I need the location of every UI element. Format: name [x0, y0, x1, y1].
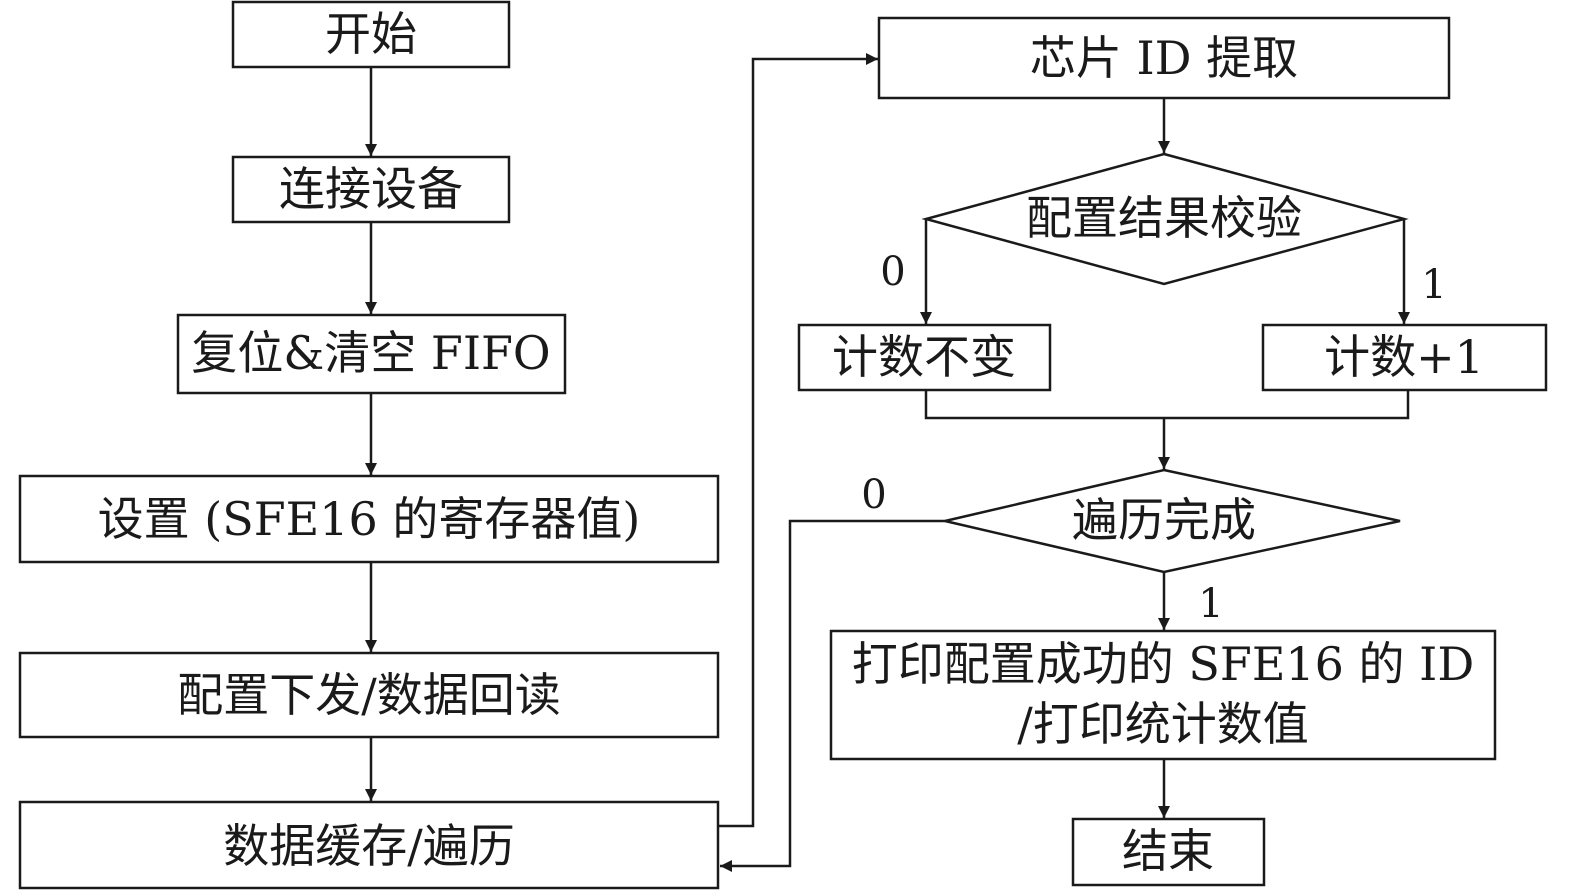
verify-decision	[921, 152, 1409, 286]
set-reg-node	[18, 474, 720, 564]
buffer-label: 数据缓存/遍历	[223, 819, 515, 873]
reset-node	[176, 313, 567, 395]
done-no-label: 0	[861, 472, 886, 518]
done-yes-label: 1	[1198, 581, 1223, 627]
connect-label: 连接设备	[279, 162, 463, 216]
chip-id-node	[877, 16, 1451, 100]
verify-yes-label: 1	[1421, 262, 1446, 308]
arrow-done-no	[720, 519, 945, 872]
count-same-node	[797, 323, 1052, 392]
connect-node	[231, 155, 511, 224]
print-label-line1: 打印配置成功的 SFE16 的 ID	[852, 637, 1474, 691]
config-node	[18, 651, 720, 739]
arrow-buffer-chipid	[718, 53, 878, 828]
merge-line	[924, 390, 1410, 420]
buffer-node	[18, 800, 720, 890]
done-label: 遍历完成	[1072, 493, 1256, 547]
print-node	[829, 629, 1497, 761]
start-node	[231, 0, 511, 69]
config-label: 配置下发/数据回读	[177, 668, 561, 722]
verify-no-label: 0	[880, 249, 905, 295]
print-label-line2: /打印统计数值	[1017, 697, 1309, 751]
start-label: 开始	[325, 7, 417, 61]
chip-id-label: 芯片 ID 提取	[1030, 31, 1298, 85]
count-inc-node	[1261, 323, 1548, 392]
end-node	[1071, 817, 1266, 887]
verify-label: 配置结果校验	[1026, 191, 1302, 245]
count-same-label: 计数不变	[832, 330, 1016, 384]
count-inc-label: 计数+1	[1324, 330, 1484, 384]
end-label: 结束	[1122, 824, 1214, 878]
reset-label: 复位&清空 FIFO	[191, 326, 550, 380]
set-reg-label: 设置 (SFE16 的寄存器值)	[98, 492, 641, 546]
